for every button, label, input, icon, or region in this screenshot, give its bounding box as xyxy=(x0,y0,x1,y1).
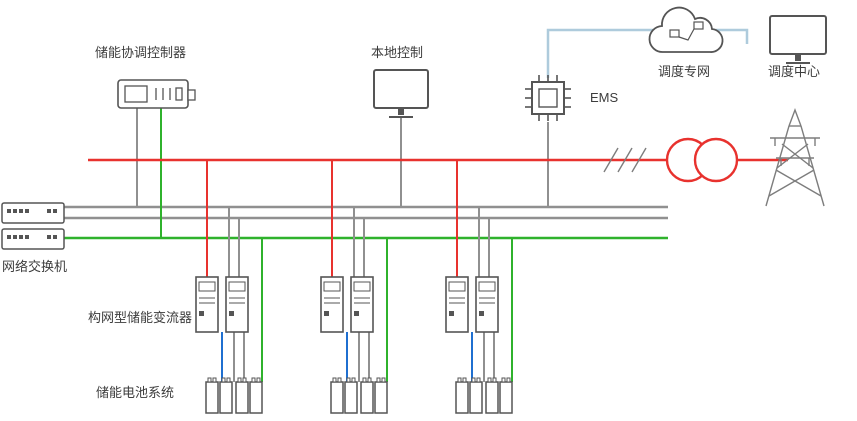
breaker-slashes-icon xyxy=(603,147,647,173)
local-control-monitor-icon xyxy=(373,69,429,118)
dispatch-network-cloud-icon xyxy=(648,6,724,53)
storage-branch-3 xyxy=(445,160,513,414)
dispatch-center-label: 调度中心 xyxy=(768,64,820,79)
converter-label: 构网型储能变流器 xyxy=(88,310,192,325)
battery-rack-icon xyxy=(205,377,263,414)
ems-label: EMS xyxy=(590,90,619,105)
dispatch-center-monitor-icon xyxy=(769,15,827,64)
network-switch-label: 网络交换机 xyxy=(2,259,67,274)
storage-branch-2 xyxy=(320,160,388,414)
ems-chip-icon xyxy=(525,75,571,121)
local-control-label: 本地控制 xyxy=(371,45,423,60)
converter-unit-icon xyxy=(195,276,249,333)
converter-unit-icon xyxy=(445,276,499,333)
converter-unit-icon xyxy=(320,276,374,333)
battery-label: 储能电池系统 xyxy=(96,385,174,400)
battery-rack-icon xyxy=(330,377,388,414)
coordinator-label: 储能协调控制器 xyxy=(95,45,186,60)
transformer-icon xyxy=(665,137,739,183)
ems-dispatch-link-line xyxy=(546,28,749,78)
transmission-tower-icon xyxy=(765,108,825,207)
dispatch-network-label: 调度专网 xyxy=(658,64,710,79)
battery-rack-icon xyxy=(455,377,513,414)
coordinator-controller-icon xyxy=(117,79,196,109)
network-switch-icon xyxy=(1,202,65,250)
storage-branch-1 xyxy=(195,160,263,414)
